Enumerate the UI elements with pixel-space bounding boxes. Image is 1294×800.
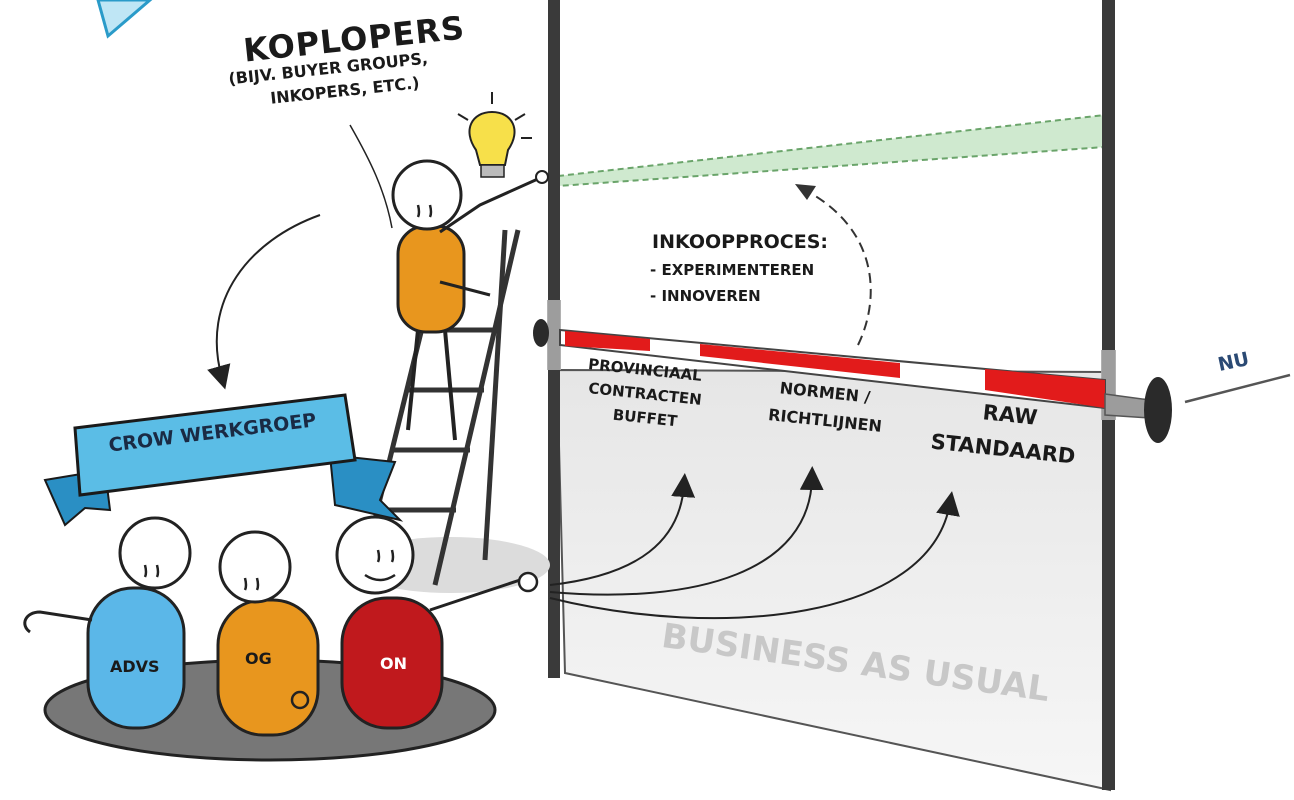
crow-banner: [43, 393, 404, 527]
innovation-band: [557, 113, 1106, 188]
barrier-pole: [533, 319, 1172, 443]
climbing-person: [391, 159, 549, 441]
nu-arrow: [1184, 373, 1291, 404]
business-as-usual-panel: [555, 368, 1112, 792]
influence-arrows: [549, 466, 960, 620]
process-heading: INKOOPPROCES:: [652, 231, 828, 253]
person-og: [216, 530, 320, 737]
process-item-experimenteren: - EXPERIMENTEREN: [650, 261, 815, 279]
innovation-arrow: [804, 189, 872, 346]
lightbulb-icon: [457, 92, 532, 178]
person-label-advs: ADVS: [110, 657, 160, 676]
process-item-innoveren: - INNOVEREN: [650, 287, 761, 305]
person-advs: [23, 516, 192, 730]
title-arrow: [207, 214, 321, 390]
person-label-og: OG: [245, 649, 272, 668]
corner-banner-shape: [96, 0, 153, 39]
person-label-on: ON: [380, 654, 407, 673]
person-on: [335, 515, 539, 730]
